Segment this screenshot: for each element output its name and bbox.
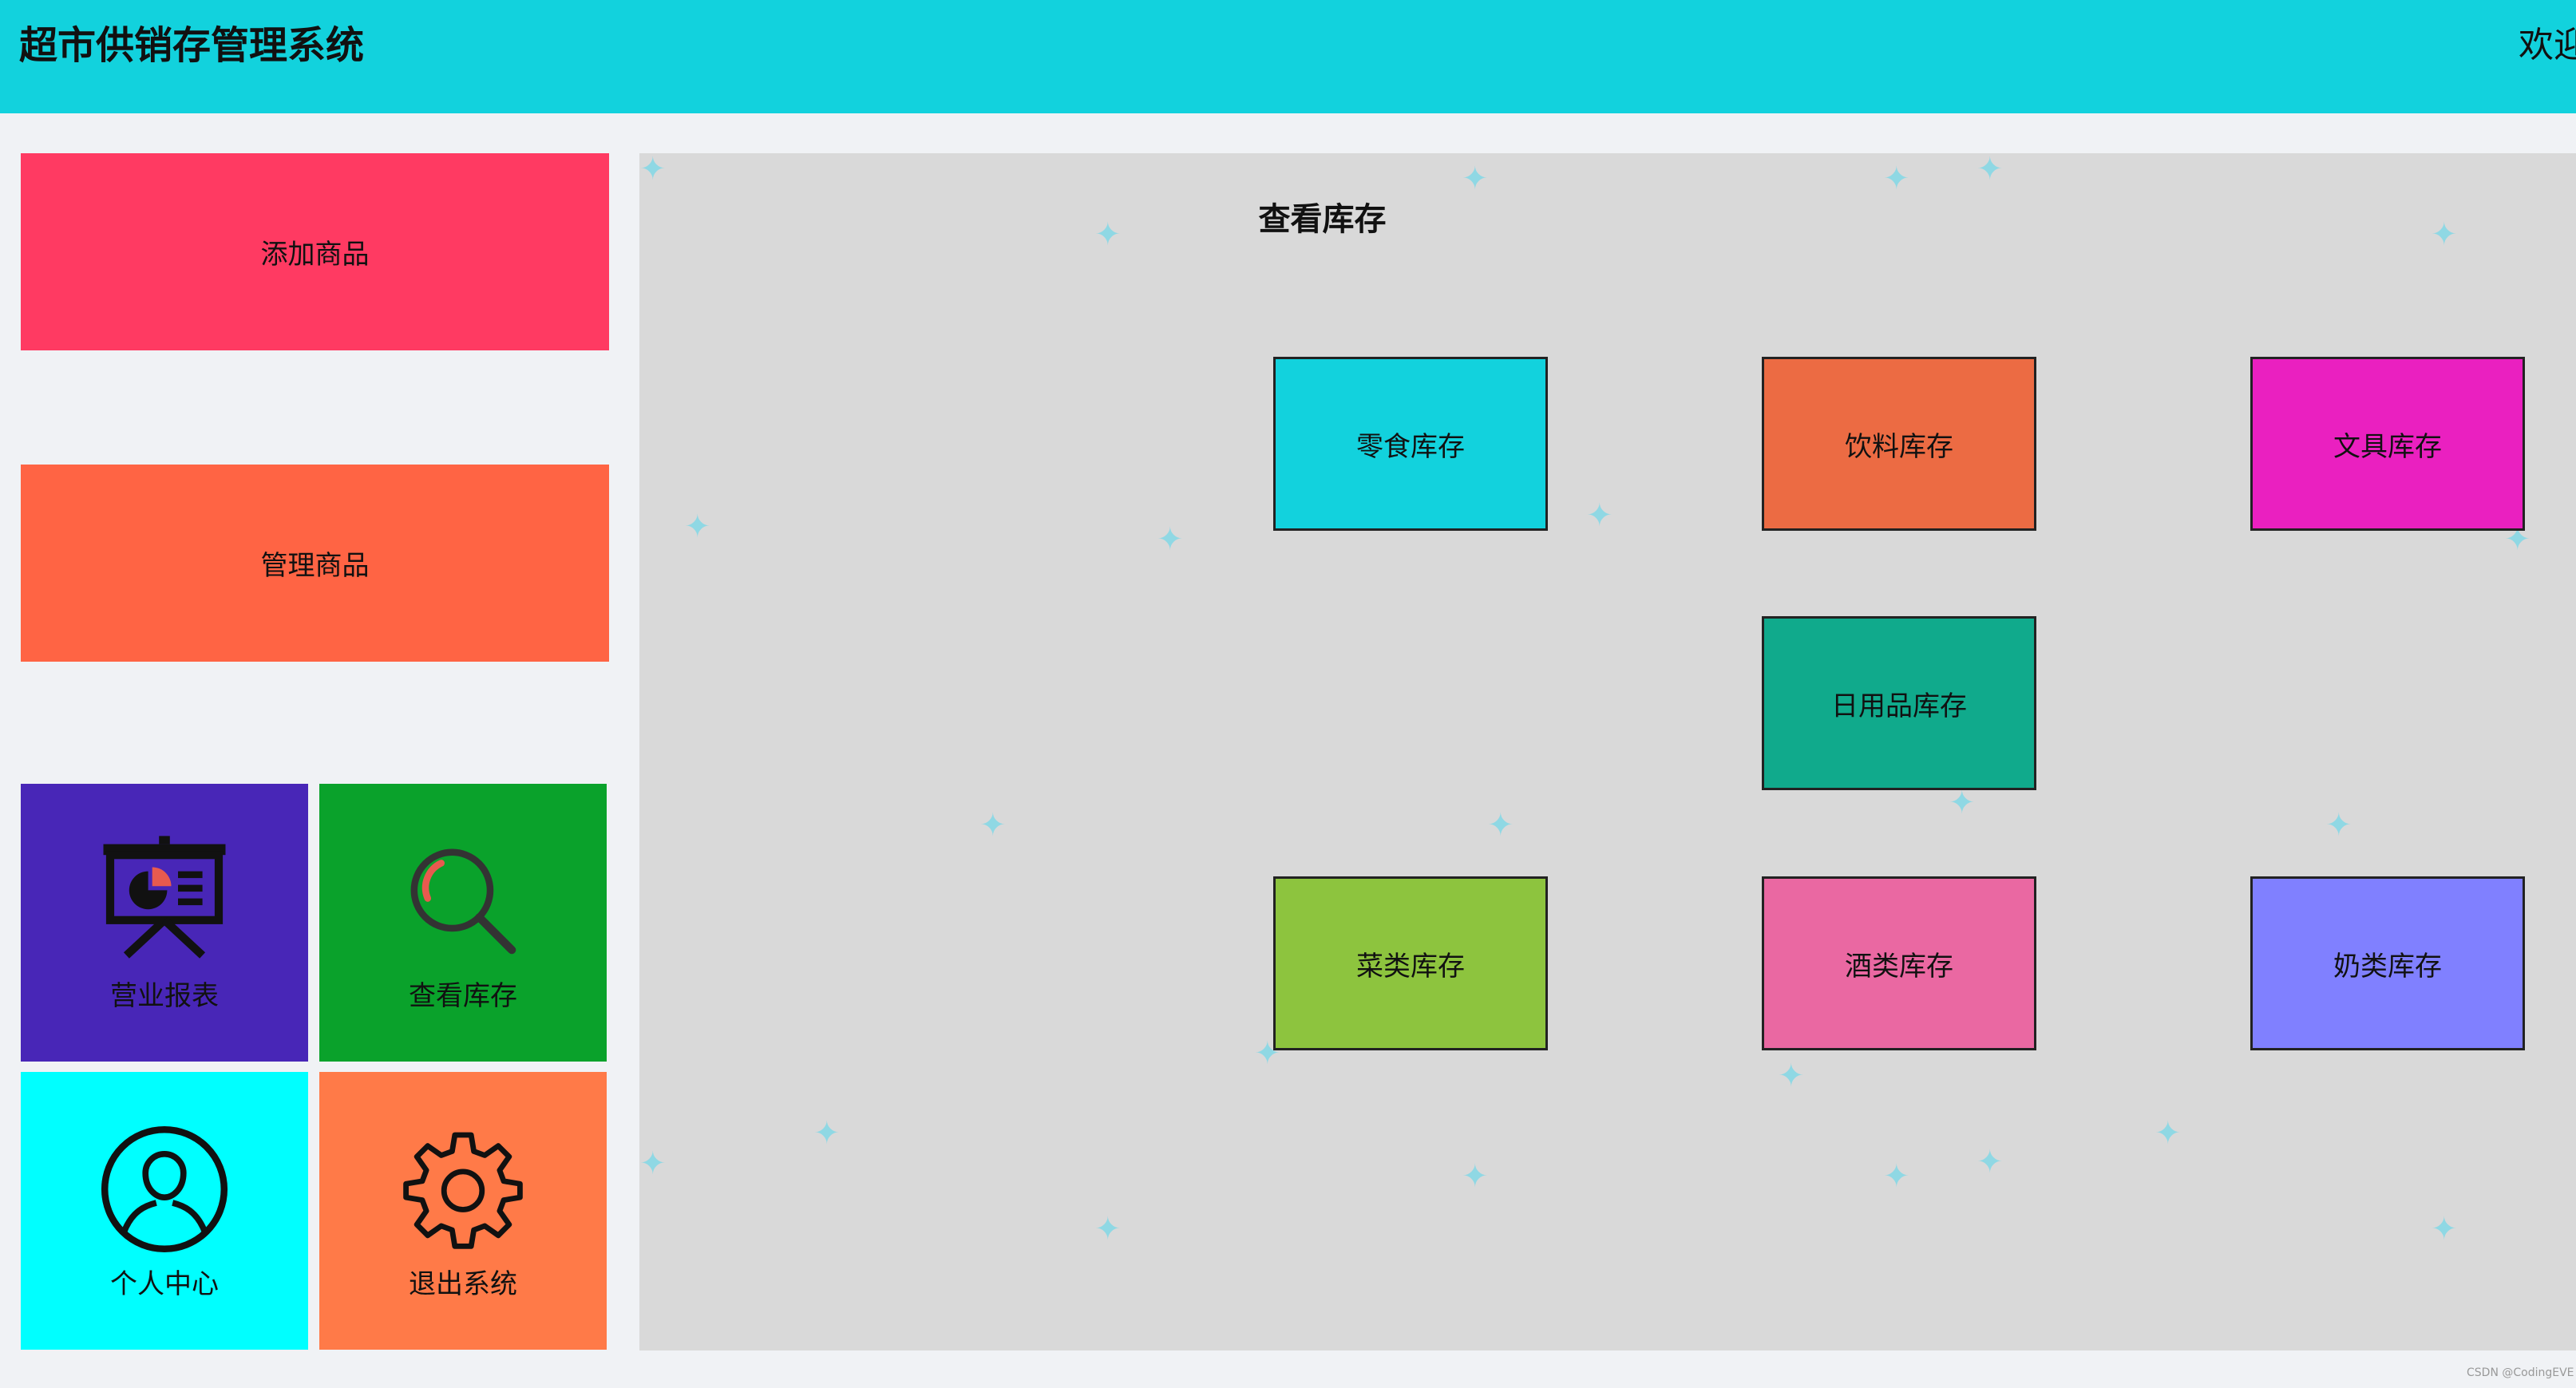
gear-icon [403, 1132, 523, 1249]
search-icon [410, 848, 516, 954]
stationery-stock-label: 文具库存 [2333, 430, 2442, 463]
stationery-stock-button[interactable]: 文具库存 [2250, 357, 2525, 531]
snack-stock-label: 零食库存 [1356, 430, 1465, 463]
sales-report-label: 营业报表 [110, 979, 219, 1012]
sparkle-decoration: ✦ [1977, 1144, 2004, 1180]
top-header: 超市供销存管理系统 欢迎 [0, 0, 2576, 113]
watermark: CSDN @CodingEVE [2467, 1366, 2574, 1379]
sparkle-decoration: ✦ [2431, 216, 2458, 253]
presentation-chart-icon [103, 835, 226, 959]
daily-goods-stock-button[interactable]: 日用品库存 [1762, 616, 2036, 790]
view-stock-label: 查看库存 [409, 979, 517, 1012]
user-icon [101, 1125, 228, 1252]
sparkle-decoration: ✦ [1462, 160, 1489, 197]
daily-goods-stock-label: 日用品库存 [1831, 690, 1967, 722]
view-stock-button[interactable]: 查看库存 [319, 784, 607, 1062]
sparkle-decoration: ✦ [2325, 807, 2352, 844]
page-title: 查看库存 [1258, 201, 1387, 238]
vegetable-stock-button[interactable]: 菜类库存 [1273, 876, 1548, 1050]
sparkle-decoration: ✦ [639, 1145, 667, 1182]
snack-stock-button[interactable]: 零食库存 [1273, 357, 1548, 531]
profile-button[interactable]: 个人中心 [21, 1072, 308, 1350]
sparkle-decoration: ✦ [2431, 1211, 2458, 1248]
sparkle-decoration: ✦ [979, 807, 1007, 844]
sparkle-decoration: ✦ [1094, 216, 1122, 253]
sparkle-decoration: ✦ [1157, 521, 1184, 558]
manage-product-label: 管理商品 [260, 550, 370, 582]
dairy-stock-label: 奶类库存 [2333, 950, 2442, 983]
sparkle-decoration: ✦ [639, 153, 667, 188]
welcome-text: 欢迎 [2519, 25, 2576, 65]
sparkle-decoration: ✦ [1462, 1158, 1489, 1195]
sparkle-decoration: ✦ [1778, 1058, 1805, 1094]
sparkle-decoration: ✦ [813, 1115, 841, 1152]
sparkle-decoration: ✦ [1883, 160, 1910, 197]
sparkle-decoration: ✦ [1586, 497, 1613, 534]
exit-system-label: 退出系统 [409, 1267, 517, 1300]
sparkle-decoration: ✦ [1487, 807, 1514, 844]
drink-stock-label: 饮料库存 [1845, 430, 1953, 463]
add-product-button[interactable]: 添加商品 [21, 153, 609, 350]
sparkle-decoration: ✦ [1977, 153, 2004, 188]
add-product-label: 添加商品 [260, 239, 370, 271]
app-title: 超市供销存管理系统 [19, 23, 365, 68]
drink-stock-button[interactable]: 饮料库存 [1762, 357, 2036, 531]
sparkle-decoration: ✦ [2155, 1115, 2182, 1152]
stock-panel: ✦ ✦ ✦ ✦ ✦ ✦ ✦ ✦ ✦ ✦ ✦ ✦ ✦ ✦ ✦ ✦ ✦ ✦ ✦ ✦ … [639, 153, 2576, 1350]
exit-system-button[interactable]: 退出系统 [319, 1072, 607, 1350]
dairy-stock-button[interactable]: 奶类库存 [2250, 876, 2525, 1050]
profile-label: 个人中心 [110, 1267, 219, 1300]
sparkle-decoration: ✦ [1949, 785, 1976, 821]
liquor-stock-button[interactable]: 酒类库存 [1762, 876, 2036, 1050]
sparkle-decoration: ✦ [1094, 1211, 1122, 1248]
liquor-stock-label: 酒类库存 [1845, 950, 1953, 983]
vegetable-stock-label: 菜类库存 [1356, 950, 1465, 983]
sparkle-decoration: ✦ [684, 508, 711, 545]
sales-report-button[interactable]: 营业报表 [21, 784, 308, 1062]
manage-product-button[interactable]: 管理商品 [21, 465, 609, 662]
sparkle-decoration: ✦ [1883, 1158, 1910, 1195]
